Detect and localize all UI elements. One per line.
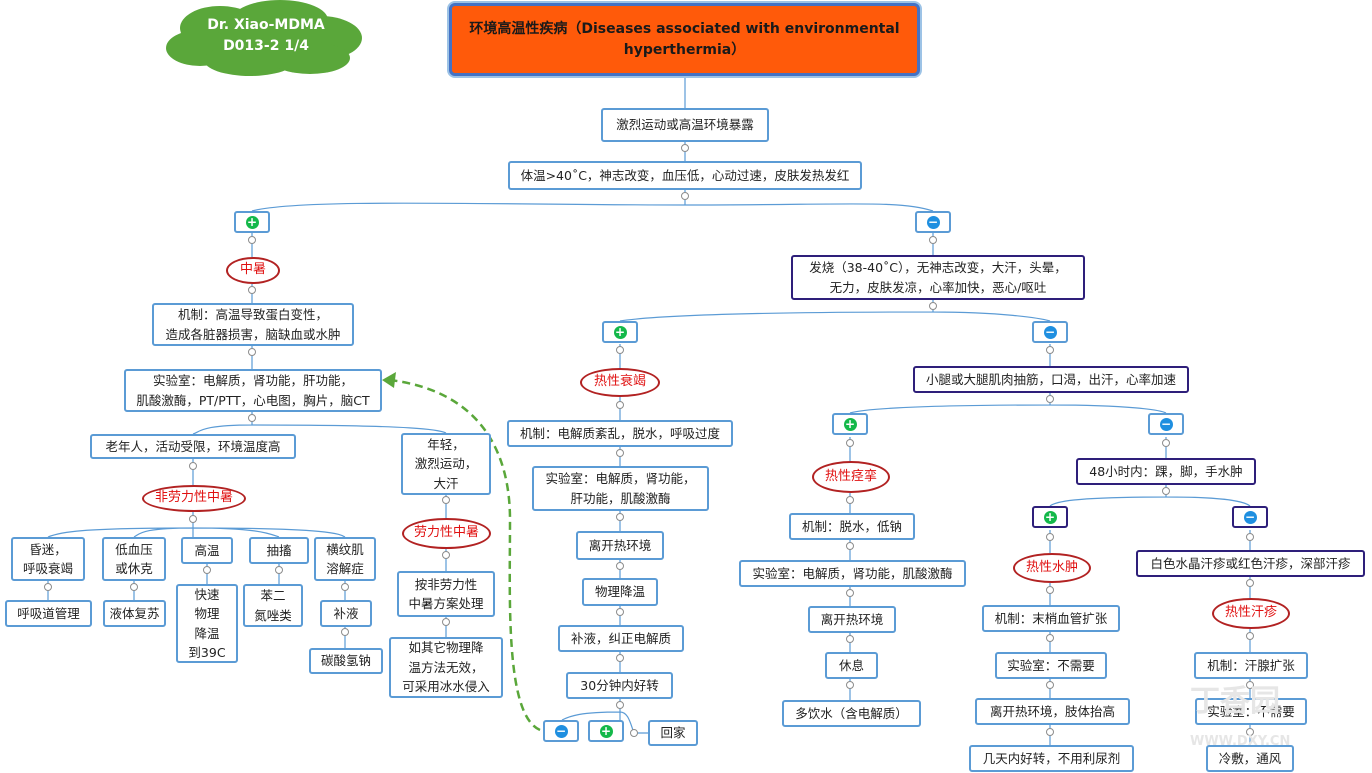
cloud-shape: [166, 0, 362, 76]
no-badge-improve[interactable]: −: [543, 720, 579, 742]
exhaustion-mechanism: 机制：电解质紊乱，脱水，呼吸过度: [507, 420, 733, 447]
cramp-symptoms-node: 小腿或大腿肌肉抽筋，口渴，出汗，心率加速: [913, 366, 1189, 393]
yes-badge-improve[interactable]: +: [588, 720, 624, 742]
yes-badge-edema[interactable]: +: [1032, 506, 1068, 528]
symptoms-node: 体温>40˚C，神志改变，血压低，心动过速，皮肤发热发红: [508, 161, 862, 190]
cramp-leave-heat: 离开热环境: [808, 606, 896, 633]
fluid-resuscitation-node: 液体复苏: [103, 600, 166, 627]
cramp-rest: 休息: [825, 652, 878, 679]
minus-icon: −: [1243, 509, 1257, 524]
no-badge-edema[interactable]: −: [1232, 506, 1268, 528]
cramp-drink: 多饮水（含电解质）: [782, 700, 921, 727]
airway-node: 呼吸道管理: [5, 600, 92, 627]
bicarbonate-node: 碳酸氢钠: [309, 648, 383, 674]
young-node: 年轻， 激烈运动， 大汗: [401, 433, 491, 495]
rash-lab: 实验室：不需要: [1195, 698, 1307, 725]
exertional-heatstroke: 劳力性中暑: [402, 518, 491, 549]
plus-icon: +: [245, 214, 259, 229]
minus-icon: −: [926, 214, 940, 229]
exhaustion-cooling: 物理降温: [582, 578, 658, 606]
yes-badge-exhaustion[interactable]: +: [602, 321, 638, 343]
rash-treatment: 冷敷，通风: [1206, 745, 1294, 772]
ice-water-immersion: 如其它物理降 温方法无效， 可采用冰水侵入: [389, 637, 503, 698]
yes-badge-cramp[interactable]: +: [832, 413, 868, 435]
no-badge-cramp[interactable]: −: [1148, 413, 1184, 435]
heat-edema-label: 热性水肿: [1013, 553, 1091, 583]
watermark-url: WWW.DXY.CN: [1190, 734, 1291, 749]
edema-lab: 实验室：不需要: [995, 652, 1107, 679]
cramp-lab: 实验室：电解质，肾功能，肌酸激酶: [739, 560, 966, 587]
plus-icon: +: [613, 324, 627, 339]
plus-icon: +: [843, 416, 857, 431]
heat-exhaustion-label: 热性衰竭: [580, 368, 660, 397]
title-line-2: hyperthermia）: [623, 41, 746, 58]
title-line-1: 环境高温性疾病（Diseases associated with environ…: [469, 20, 900, 37]
heat-cramp-label: 热性痉挛: [812, 461, 890, 493]
heatstroke-mechanism: 机制：高温导致蛋白变性， 造成各脏器损害，脑缺血或水肿: [152, 303, 354, 346]
watermark-logo: 丁香园: [1190, 684, 1280, 719]
plus-icon: +: [1043, 509, 1057, 524]
diagram-title: 环境高温性疾病（Diseases associated with environ…: [449, 3, 920, 76]
edema-leave-heat: 离开热环境，肢体抬高: [975, 698, 1130, 725]
rapid-cooling-node: 快速 物理 降温 到39C: [176, 584, 238, 663]
author-cloud: Dr. Xiao-MDMA D013-2 1/4: [160, 6, 372, 66]
hyperthermia-node: 高温: [181, 537, 233, 564]
edema-recovery: 几天内好转，不用利尿剂: [969, 745, 1134, 772]
fever-node: 发烧（38-40˚C），无神志改变，大汗，头晕， 无力，皮肤发凉，心率加快，恶心…: [791, 255, 1085, 300]
cramp-mechanism: 机制：脱水，低钠: [789, 513, 915, 540]
benzodiazepine-node: 苯二 氮唑类: [243, 584, 303, 627]
author-name: Dr. Xiao-MDMA: [207, 17, 325, 33]
rash-mechanism: 机制：汗腺扩张: [1194, 652, 1308, 679]
rehydration-node: 补液: [320, 600, 372, 627]
plus-icon: +: [599, 723, 613, 738]
edema-symptoms-node: 48小时内：踝，脚，手水肿: [1076, 458, 1256, 485]
no-badge-heatstroke[interactable]: −: [915, 211, 951, 233]
edema-mechanism: 机制：末梢血管扩张: [982, 605, 1120, 632]
exhaustion-leave-heat: 离开热环境: [576, 531, 664, 560]
coma-node: 昏迷， 呼吸衰竭: [11, 537, 85, 581]
rash-symptoms-node: 白色水晶汗疹或红色汗疹，深部汗疹: [1136, 550, 1365, 577]
no-badge-exhaustion[interactable]: −: [1032, 321, 1068, 343]
go-home-node: 回家: [648, 720, 698, 746]
yes-badge-heatstroke[interactable]: +: [234, 211, 270, 233]
rhabdo-node: 横纹肌 溶解症: [314, 537, 376, 581]
heatstroke-label: 中暑: [226, 257, 280, 284]
elderly-node: 老年人，活动受限，环境温度高: [90, 434, 296, 459]
document-code: D013-2 1/4: [223, 38, 309, 54]
exhaustion-lab: 实验室：电解质，肾功能， 肝功能，肌酸激酶: [532, 466, 709, 511]
heatstroke-lab: 实验室：电解质，肾功能，肝功能， 肌酸激酶，PT/PTT，心电图，胸片，脑CT: [124, 369, 382, 412]
exhaustion-fluid: 补液，纠正电解质: [558, 625, 684, 652]
minus-icon: −: [1159, 416, 1173, 431]
non-exertional-heatstroke: 非劳力性中暑: [142, 485, 246, 512]
heat-rash-label: 热性汗疹: [1212, 598, 1290, 629]
improve-30min-node: 30分钟内好转: [566, 672, 673, 699]
minus-icon: −: [554, 723, 568, 738]
exposure-node: 激烈运动或高温环境暴露: [601, 108, 769, 142]
seizure-node: 抽搐: [249, 537, 309, 564]
hypotension-node: 低血压 或休克: [102, 537, 166, 581]
minus-icon: −: [1043, 324, 1057, 339]
exertional-treatment: 按非劳力性 中暑方案处理: [397, 571, 495, 617]
